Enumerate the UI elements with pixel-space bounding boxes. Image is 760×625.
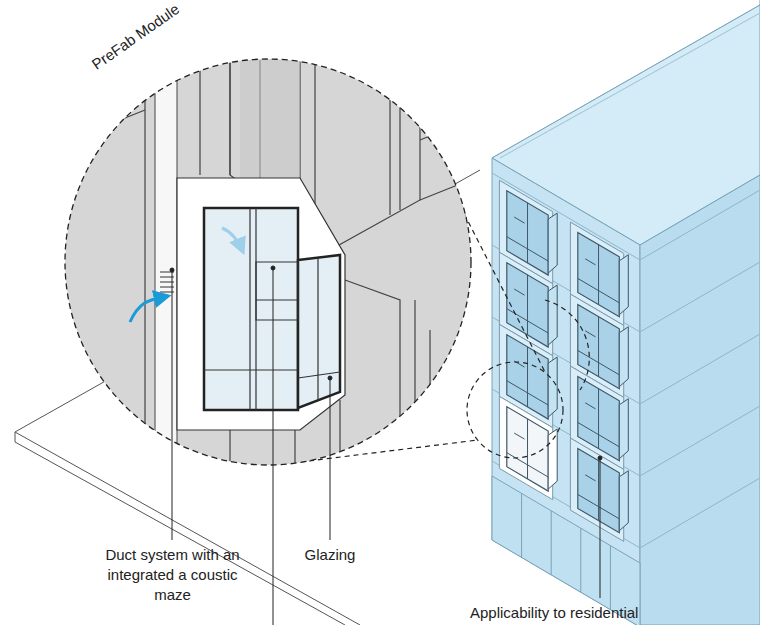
storefront-mullion [551,511,552,575]
mullions [204,208,340,410]
bay-side [548,429,557,489]
duct [155,60,177,470]
window-mullion [507,347,548,407]
bay-side [619,399,628,459]
window-mullion [507,203,548,263]
leader-line [273,268,274,625]
glazing-panel [204,208,298,410]
wall-line [415,300,430,470]
window-glass [578,449,620,533]
magnified-view [60,55,480,475]
part-label: Glazing [290,545,370,565]
storefront [492,476,640,625]
bay-window [499,396,557,499]
bay-side [619,327,628,387]
window-mullion [578,317,619,377]
module-title: PreFab Module [88,0,206,74]
storefront-mullion [521,493,522,557]
roof-parapet [500,13,760,158]
leader-line [330,378,331,540]
window-mullion [507,419,548,479]
airflow-arrow [222,228,243,252]
glazing-side [298,255,340,408]
part-label: Duct system with an integrated a coustic… [100,545,245,605]
lens-ground [60,55,480,475]
storefront-mullion [610,546,611,610]
wall-line [144,60,145,470]
slab-edge [15,442,345,625]
leader-line [600,458,601,598]
facade-right [640,175,760,625]
airflow-arrow [130,296,168,322]
window-frame [570,438,623,541]
window-mullion [507,275,548,335]
transom [204,370,340,378]
building [492,0,760,625]
facade-left [492,158,640,625]
inner-window [256,299,298,300]
bay-side [548,213,557,273]
mullion [317,258,318,400]
inner-window [256,262,298,320]
window-frame [499,396,552,499]
prefab-module [177,178,345,430]
wall-line [120,100,145,120]
mullion [250,208,256,410]
bay-window [570,438,628,541]
wall-line [420,120,470,200]
bay-side [619,255,628,315]
floor-band [640,190,760,260]
slab-edge [15,432,16,442]
floor-band [640,334,760,404]
window-mullion [578,389,619,449]
storefront-mullion [580,528,581,592]
lens-outline [65,59,471,465]
bay-side [548,285,557,345]
part-label: Applicability to residential [470,603,756,623]
leader-line [172,270,173,540]
wall-line [345,280,400,470]
floor-band [640,262,760,332]
window-glass [507,407,548,491]
locator-arc [545,300,589,390]
window-mullion [578,461,619,521]
window-mullion [578,245,619,305]
locator-circle [467,362,563,458]
upper-window [390,60,400,215]
floor-band [640,406,760,476]
bay-side [548,357,557,417]
floor-band [640,478,760,548]
wall-line [199,60,200,175]
bay-side [619,471,628,531]
